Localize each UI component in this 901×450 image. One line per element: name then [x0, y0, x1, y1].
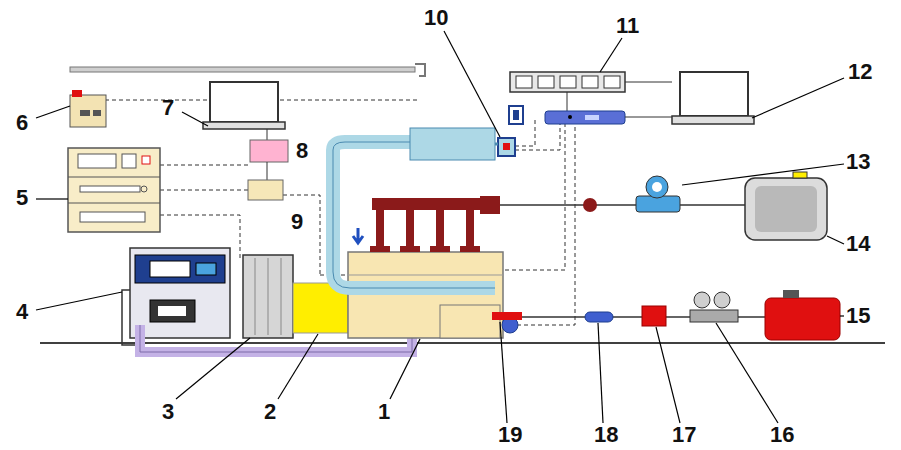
callout-number: 19 — [498, 423, 522, 447]
callout-number: 1 — [378, 400, 390, 424]
callout-number: 2 — [264, 400, 276, 424]
callout-number: 13 — [846, 150, 870, 174]
callout-number: 8 — [296, 139, 308, 163]
callout-number: 14 — [846, 232, 870, 256]
callout-number: 7 — [162, 96, 174, 120]
callout-number: 16 — [770, 423, 794, 447]
callout-number: 18 — [594, 423, 618, 447]
callout-number: 5 — [16, 186, 28, 210]
callout-number: 12 — [848, 60, 872, 84]
callout-number: 10 — [424, 6, 448, 30]
callout-number: 11 — [616, 14, 639, 38]
callout-number: 17 — [672, 423, 696, 447]
callout-number: 4 — [16, 300, 28, 324]
callout-number: 15 — [846, 304, 870, 328]
callout-number: 9 — [291, 210, 303, 234]
callout-number: 3 — [162, 400, 174, 424]
callout-number: 6 — [16, 111, 28, 135]
